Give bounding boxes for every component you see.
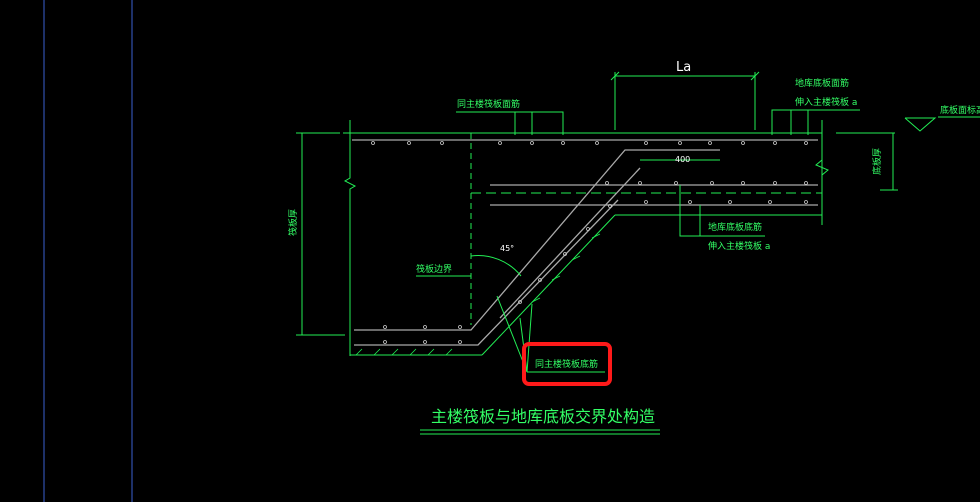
angle-label: 45° (500, 244, 514, 253)
main-top-rebar-label: 同主楼筏板面筋 (457, 98, 520, 110)
dimension-lines (296, 71, 898, 336)
slab-thickness-label: 底板厚 (871, 148, 883, 175)
rebar-lines (352, 139, 818, 346)
raft-thickness-label: 筏板厚 (287, 209, 299, 236)
garage-bottom-rebar-label-1: 地库底板底筋 (708, 221, 762, 233)
dimension-la-label: La (676, 60, 691, 75)
section-outline (343, 120, 895, 356)
garage-top-rebar-label-1: 地库底板面筋 (795, 77, 849, 89)
leader-lines (416, 109, 980, 373)
garage-top-rebar-label-2: 伸入主楼筏板 a (795, 96, 857, 108)
highlight-box (522, 342, 612, 386)
raft-edge-label: 筏板边界 (416, 263, 452, 275)
garage-bottom-rebar-label-2: 伸入主楼筏板 a (708, 240, 770, 252)
garage-elevation-label: 底板面标高 (940, 104, 980, 116)
drawing-title: 主楼筏板与地库底板交界处构造 (431, 407, 655, 426)
dimension-400-label: 400 (675, 155, 690, 164)
main-bottom-rebar-label: 同主楼筏板底筋 (535, 358, 598, 370)
rebar-dots (371, 141, 808, 344)
soil-hatch (355, 233, 601, 356)
